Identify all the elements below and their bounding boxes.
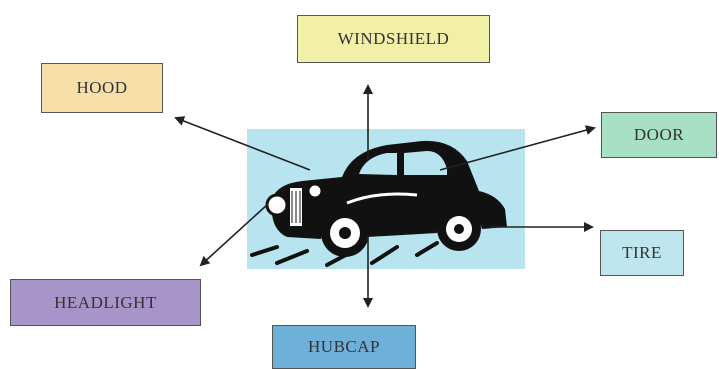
vintage-car-icon — [250, 140, 507, 267]
windshield-label: WINDSHIELD — [297, 15, 490, 63]
door-label: DOOR — [601, 112, 717, 158]
hubcap-label: HUBCAP — [272, 325, 416, 369]
hood-label: HOOD — [41, 63, 163, 113]
headlight-label: HEADLIGHT — [10, 279, 201, 326]
car-image-panel — [247, 129, 525, 269]
tire-label: TIRE — [600, 230, 684, 276]
